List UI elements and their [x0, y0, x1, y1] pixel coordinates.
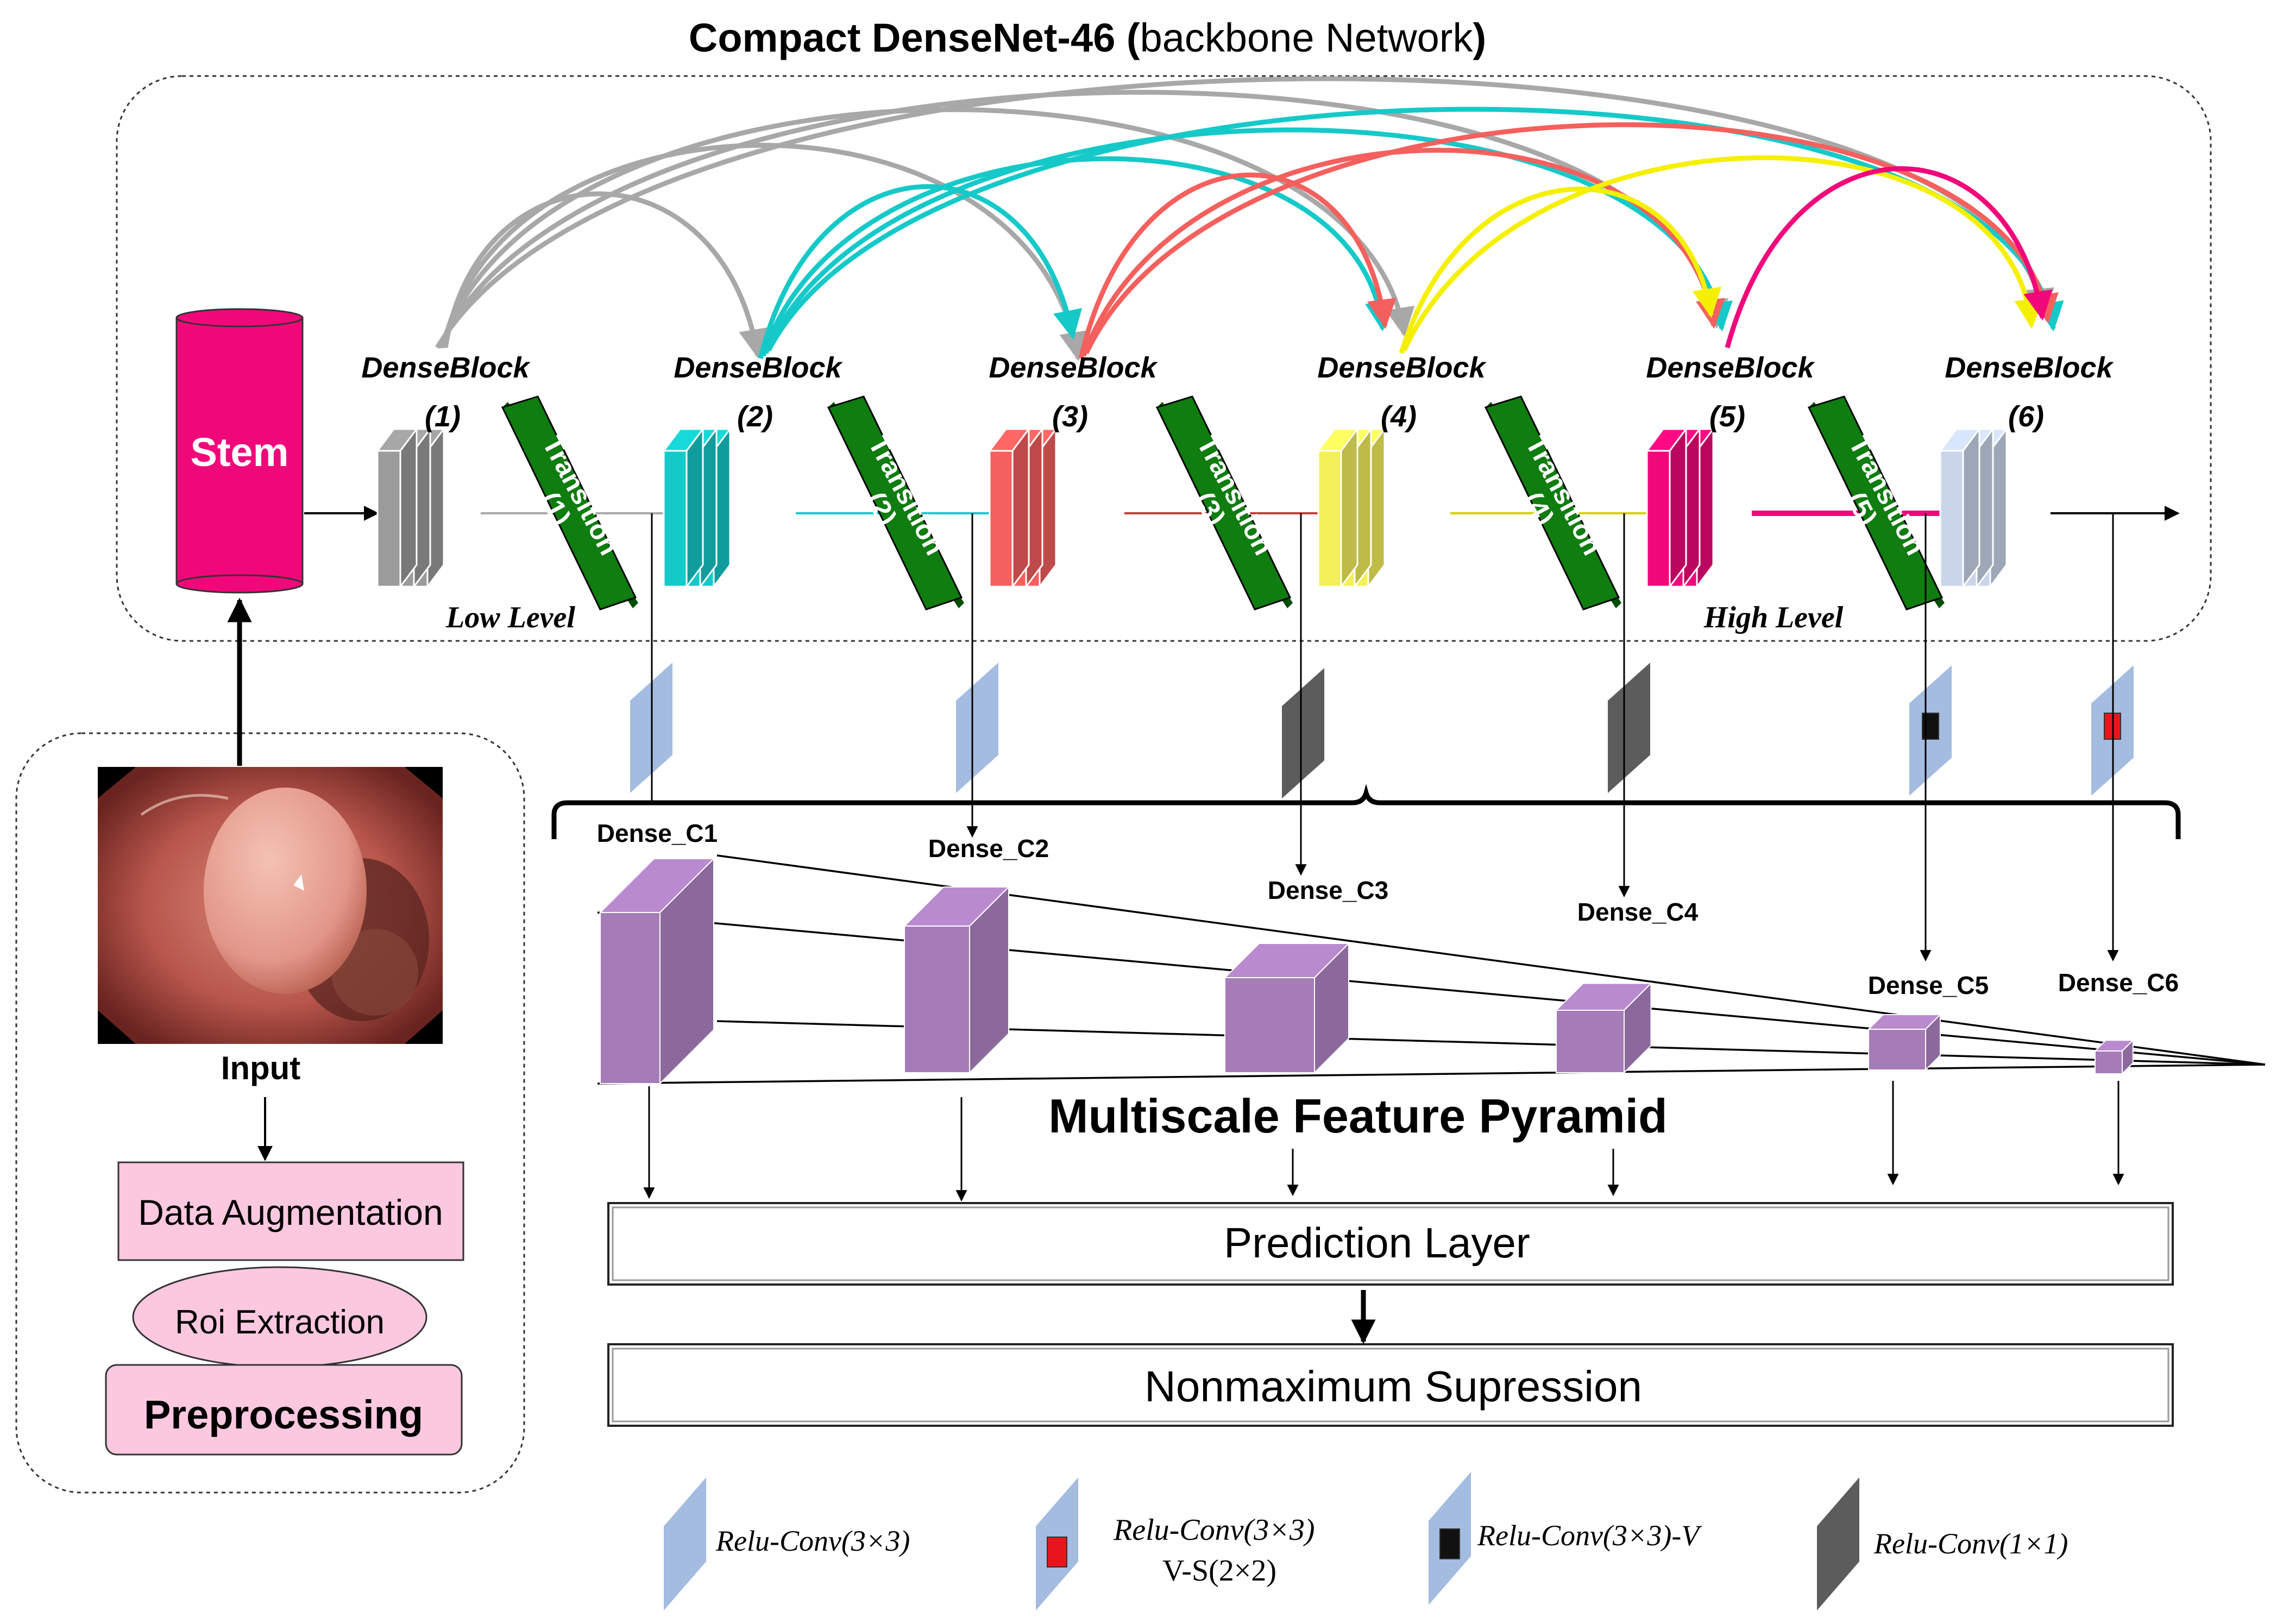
pyramid-to-prediction-arrows — [643, 1081, 2124, 1202]
dense-block-num-4: (4) — [1381, 400, 1417, 433]
dense-block-4: DenseBlock (4) — [1317, 351, 1487, 589]
preprocessing-label: Preprocessing — [144, 1392, 423, 1437]
dense-block-num-5: (5) — [1709, 400, 1745, 433]
pyramid-title: Multiscale Feature Pyramid — [1048, 1089, 1668, 1143]
dense-block-label-6: DenseBlock — [1945, 351, 2114, 384]
extraction-layers — [630, 663, 2134, 798]
arc-b1-b2 — [443, 191, 768, 359]
tap-lines — [651, 513, 2119, 962]
dense-block-label-5: DenseBlock — [1646, 351, 1815, 384]
dense-block-num-1: (1) — [425, 400, 461, 433]
arc-b3-b6 — [1084, 122, 2059, 354]
arc-b2-b5 — [763, 127, 1733, 354]
arc-b3-b4 — [1078, 172, 1397, 360]
pyramid-cube-1 — [599, 857, 715, 1085]
title-close: ) — [1473, 15, 1486, 60]
feature-brace — [551, 784, 2181, 839]
roi-extraction-ellipse: Roi Extraction — [132, 1266, 427, 1368]
dense-block-num-6: (6) — [2008, 400, 2044, 433]
dense-c-labels: Dense_C1 Dense_C2 Dense_C3 Dense_C4 Dens… — [597, 819, 2179, 999]
input-label: Input — [221, 1050, 301, 1086]
transition-layer-4: Transition(4) — [1484, 395, 1621, 610]
dense-blocks: DenseBlock(1)DenseBlock(2)DenseBlock(3)D… — [361, 351, 2115, 589]
title-normal: backbone Network — [1140, 15, 1474, 60]
input-endoscopy-image — [98, 767, 443, 1044]
dense-block-label-2: DenseBlock — [674, 351, 843, 384]
dense-c6-label: Dense_C6 — [2058, 968, 2179, 997]
dense-c5-label: Dense_C5 — [1868, 971, 1989, 999]
backbone-container — [116, 75, 2212, 642]
dense-block-label-1: DenseBlock — [361, 351, 531, 384]
arc-b4-b5 — [1399, 186, 1722, 354]
layer-blue-c2 — [956, 663, 998, 793]
legend-item-relu-conv-v: Relu-Conv(3×3)-V — [1429, 1472, 1702, 1605]
arc-b4-b6 — [1401, 155, 2044, 351]
pyramid-cube-6 — [2093, 1038, 2135, 1075]
pyramid-cube-4 — [1555, 982, 1652, 1074]
legend-item-relu-conv-vs: Relu-Conv(3×3) V-S(2×2) — [1036, 1477, 1315, 1610]
data-augmentation-box: Data Augmentation — [117, 1161, 464, 1261]
dense-c3-label: Dense_C3 — [1268, 876, 1388, 904]
dense-c4-label: Dense_C4 — [1577, 898, 1699, 926]
nms-label: Nonmaximum Supression — [1144, 1362, 1642, 1411]
transition-layer-3: Transition(3) — [1155, 395, 1293, 610]
transition-layer-1: Transition(1) — [501, 395, 638, 610]
pyramid-lines — [597, 854, 2266, 1085]
title-bold: Compact DenseNet-46 ( — [689, 15, 1140, 60]
legend-item-relu-conv-3x3: Relu-Conv(3×3) — [664, 1477, 910, 1610]
arc-b2-b3 — [758, 184, 1083, 360]
low-level-label: Low Level — [445, 601, 575, 634]
legend-text-1: Relu-Conv(3×3) — [715, 1525, 910, 1557]
input-panel — [15, 732, 525, 1494]
arc-b1-b4 — [438, 107, 1415, 349]
dense-block-3: DenseBlock (3) — [988, 351, 1159, 589]
legend-text-2a: Relu-Conv(3×3) — [1113, 1513, 1315, 1547]
transition-layer-5: Transition(5) — [1807, 395, 1945, 610]
dense-block-num-3: (3) — [1052, 400, 1088, 433]
prediction-layer: Prediction Layer — [607, 1202, 2174, 1286]
pyramid-cube-5 — [1867, 1013, 1942, 1072]
arc-b5-b6 — [1725, 166, 2053, 349]
stem-label: Stem — [191, 430, 289, 475]
dense-block-6: DenseBlock (6) — [1939, 351, 2115, 589]
dense-connection-arcs — [435, 76, 2064, 362]
layer-dark-c3 — [1282, 668, 1324, 798]
legend-text-3: Relu-Conv(3×3)-V — [1477, 1519, 1702, 1552]
stem-cylinder: Stem — [175, 308, 304, 594]
roi-extraction-label: Roi Extraction — [175, 1304, 385, 1341]
dense-block-2: DenseBlock (2) — [662, 351, 844, 589]
preprocessing-box: Preprocessing — [105, 1364, 463, 1456]
legend-text-4: Relu-Conv(1×1) — [1873, 1527, 2068, 1560]
data-augmentation-label: Data Augmentation — [138, 1192, 443, 1232]
legend-item-relu-conv-1x1: Relu-Conv(1×1) — [1817, 1477, 2068, 1610]
nms-layer: Nonmaximum Supression — [607, 1343, 2174, 1427]
dense-block-label-3: DenseBlock — [989, 351, 1158, 384]
dense-c1-label: Dense_C1 — [597, 819, 718, 847]
high-level-label: High Level — [1703, 601, 1844, 634]
prediction-label: Prediction Layer — [1224, 1219, 1530, 1267]
arc-b2-b4 — [760, 156, 1394, 357]
dense-block-label-4: DenseBlock — [1317, 351, 1487, 384]
transition-layer-2: Transition(2) — [827, 395, 964, 610]
dense-block-num-2: (2) — [737, 400, 773, 433]
layer-dark-c4 — [1608, 663, 1650, 793]
pyramid-cube-3 — [1223, 942, 1350, 1074]
legend-text-2b: V-S(2×2) — [1162, 1554, 1276, 1588]
arc-b1-b3 — [440, 143, 1089, 362]
pyramid-cube-2 — [903, 885, 1010, 1074]
pyramid-cubes — [599, 857, 2135, 1085]
legend: Relu-Conv(3×3) Relu-Conv(3×3) V-S(2×2) R… — [664, 1472, 2068, 1610]
diagram-title: Compact DenseNet-46 (backbone Network) — [689, 15, 1486, 60]
dense-block-5: DenseBlock (5) — [1645, 351, 1816, 589]
dense-c2-label: Dense_C2 — [928, 834, 1049, 863]
dense-block-1: DenseBlock (1) — [361, 351, 531, 589]
arc-b3-b5 — [1081, 148, 1725, 357]
